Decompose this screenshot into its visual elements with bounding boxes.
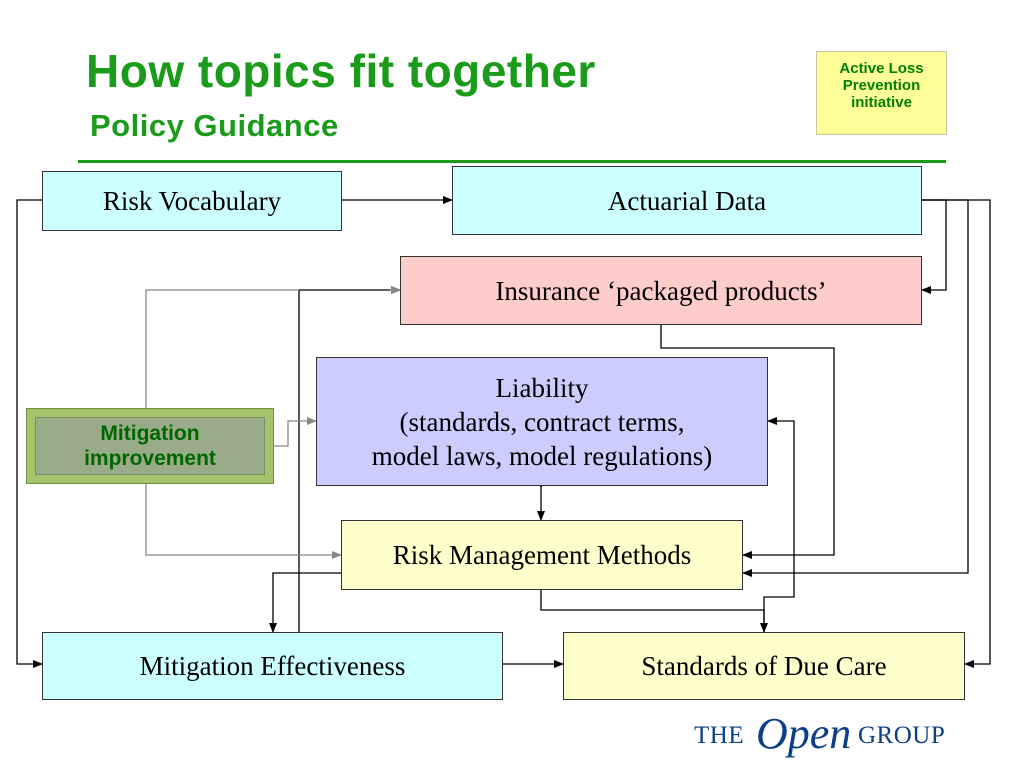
edge-actuarial-duecare [922,199,991,668]
node-insurance-packaged-products: Insurance ‘packaged products’ [400,256,922,325]
node-standards-of-due-care: Standards of Due Care [563,632,965,700]
page-title: How topics fit together [86,45,596,97]
edge-duecare-liability [763,417,795,632]
edge-actuarial-insurance [921,199,947,294]
page-subtitle: Policy Guidance [90,108,339,143]
node-risk-management-methods: Risk Management Methods [341,520,743,590]
mitigation-improvement-line-1: Mitigation [100,422,200,445]
edge-improvement-riskmgmt [142,475,342,559]
badge-line-3: initiative [851,94,912,111]
logo-word-the: THE [694,722,745,749]
edge-insurance-riskmgmt [660,325,835,559]
node-liability: Liability (standards, contract terms, mo… [316,357,768,486]
edge-improvement-insurance [145,289,299,408]
badge-line-1: Active Loss [839,60,924,77]
node-actuarial-data: Actuarial Data [452,166,922,235]
liability-line-1: Liability [495,372,589,403]
initiative-badge: Active Loss Prevention initiative [816,51,947,135]
node-risk-vocabulary: Risk Vocabulary [42,171,342,231]
liability-line-2: (standards, contract terms, [399,406,685,437]
edge-improvement-liability [265,417,317,450]
logo-word-group: GROUP [858,722,946,749]
badge-line-2: Prevention [842,77,921,94]
title-divider [78,160,946,163]
node-mitigation-improvement: Mitigation improvement [26,408,274,484]
node-mitigation-effectiveness: Mitigation Effectiveness [42,632,503,700]
edge-vocabulary-mitigation-effectiveness [16,199,43,668]
logo-word-open: Open [756,709,852,758]
liability-line-3: model laws, model regulations) [371,440,713,471]
mitigation-improvement-label: Mitigation improvement [35,417,265,475]
open-group-logo: THE Open GROUP [694,708,950,758]
edge-riskmgmt-duecare [537,581,768,633]
edge-riskmgmt-effectiveness [269,572,341,633]
mitigation-improvement-line-2: improvement [84,447,216,470]
